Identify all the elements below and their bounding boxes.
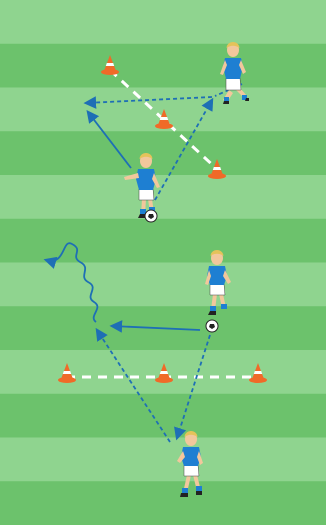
ball [144,209,158,223]
players [124,42,249,497]
grass-stripe [0,481,326,525]
pass-arrow [83,96,213,109]
pass-arrow [154,97,214,201]
grass-stripe [0,43,326,88]
grass-stripe [0,393,326,438]
cone [58,363,76,383]
cone [101,55,119,75]
player [205,250,231,315]
dribble-arrow [43,242,99,323]
run-arrow [109,320,201,333]
cone [249,363,267,383]
player [124,153,160,218]
grass-stripe [0,0,326,45]
run-arrow [86,110,132,169]
grass-stripe [0,218,326,263]
player [177,431,203,497]
diagonal-boundary-line [108,68,220,172]
player [220,42,249,104]
grass-stripe [0,262,326,307]
cone [208,159,226,179]
cones [58,55,267,383]
grass-stripe [0,437,326,482]
grass-stripe [0,131,326,176]
cone [155,363,173,383]
cone [155,109,173,129]
pass-arrow [95,327,171,443]
grass-stripe [0,175,326,220]
ball [205,319,219,333]
